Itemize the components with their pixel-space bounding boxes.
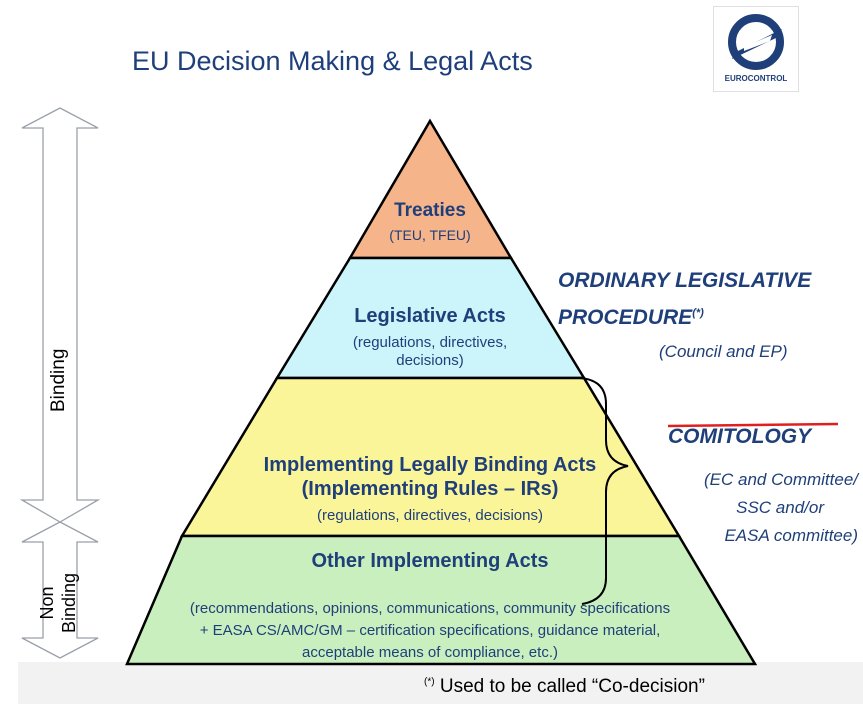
footnote: (*) Used to be called “Co-decision” (424, 676, 705, 697)
treaties-title: Treaties (394, 200, 466, 221)
other-implementing-title: Other Implementing Acts (311, 550, 549, 572)
eurocontrol-logo: EUROCONTROL (713, 6, 799, 92)
treaties-subtitle: (TEU, TFEU) (389, 227, 471, 243)
non-binding-label: Non Binding (37, 572, 79, 634)
implementing-binding-title: Implementing Legally Binding Acts (Imple… (263, 454, 597, 500)
comitology-subtitle: (EC and Committee/ SSC and/or EASA commi… (704, 470, 858, 545)
tier-other-implementing (125, 534, 758, 666)
page-title: EU Decision Making & Legal Acts (132, 46, 533, 76)
binding-label: Binding (48, 348, 69, 412)
eurocontrol-emblem-icon (728, 14, 784, 70)
non-binding-arrow (21, 521, 99, 659)
implementing-binding-subtitle: (regulations, directives, decisions) (317, 507, 543, 524)
comitology-brace (579, 377, 629, 605)
legislative-acts-subtitle: (regulations, directives, decisions) (352, 334, 508, 369)
binding-arrow (19, 107, 101, 523)
other-implementing-subtitle: (recommendations, opinions, communicatio… (189, 600, 671, 661)
comitology-heading: COMITOLOGY (668, 425, 812, 448)
legislative-acts-title: Legislative Acts (354, 305, 506, 327)
comitology-strikethrough (667, 422, 839, 428)
footnote-band (18, 662, 863, 704)
olp-heading: ORDINARY LEGISLATIVE PROCEDURE(*) (558, 269, 812, 329)
logo-text: EUROCONTROL (724, 74, 788, 83)
olp-subtitle: (Council and EP) (659, 342, 788, 361)
